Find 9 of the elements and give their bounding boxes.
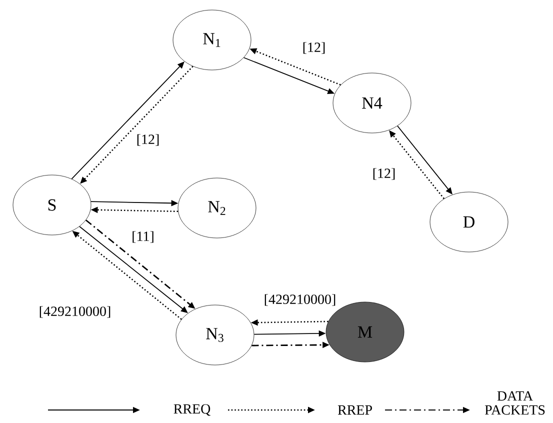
edge-label: [11] [130,230,156,244]
arrow [71,62,184,180]
legend-label: RREP [338,405,372,415]
edge-label: [12] [135,133,161,147]
legend-label: RREQ [174,404,210,416]
legend-label: DATA PACKETS [484,391,545,415]
edge-label: [429210000] [38,305,112,319]
edge-label: [12] [301,41,327,55]
edge-label: [12] [371,167,397,181]
